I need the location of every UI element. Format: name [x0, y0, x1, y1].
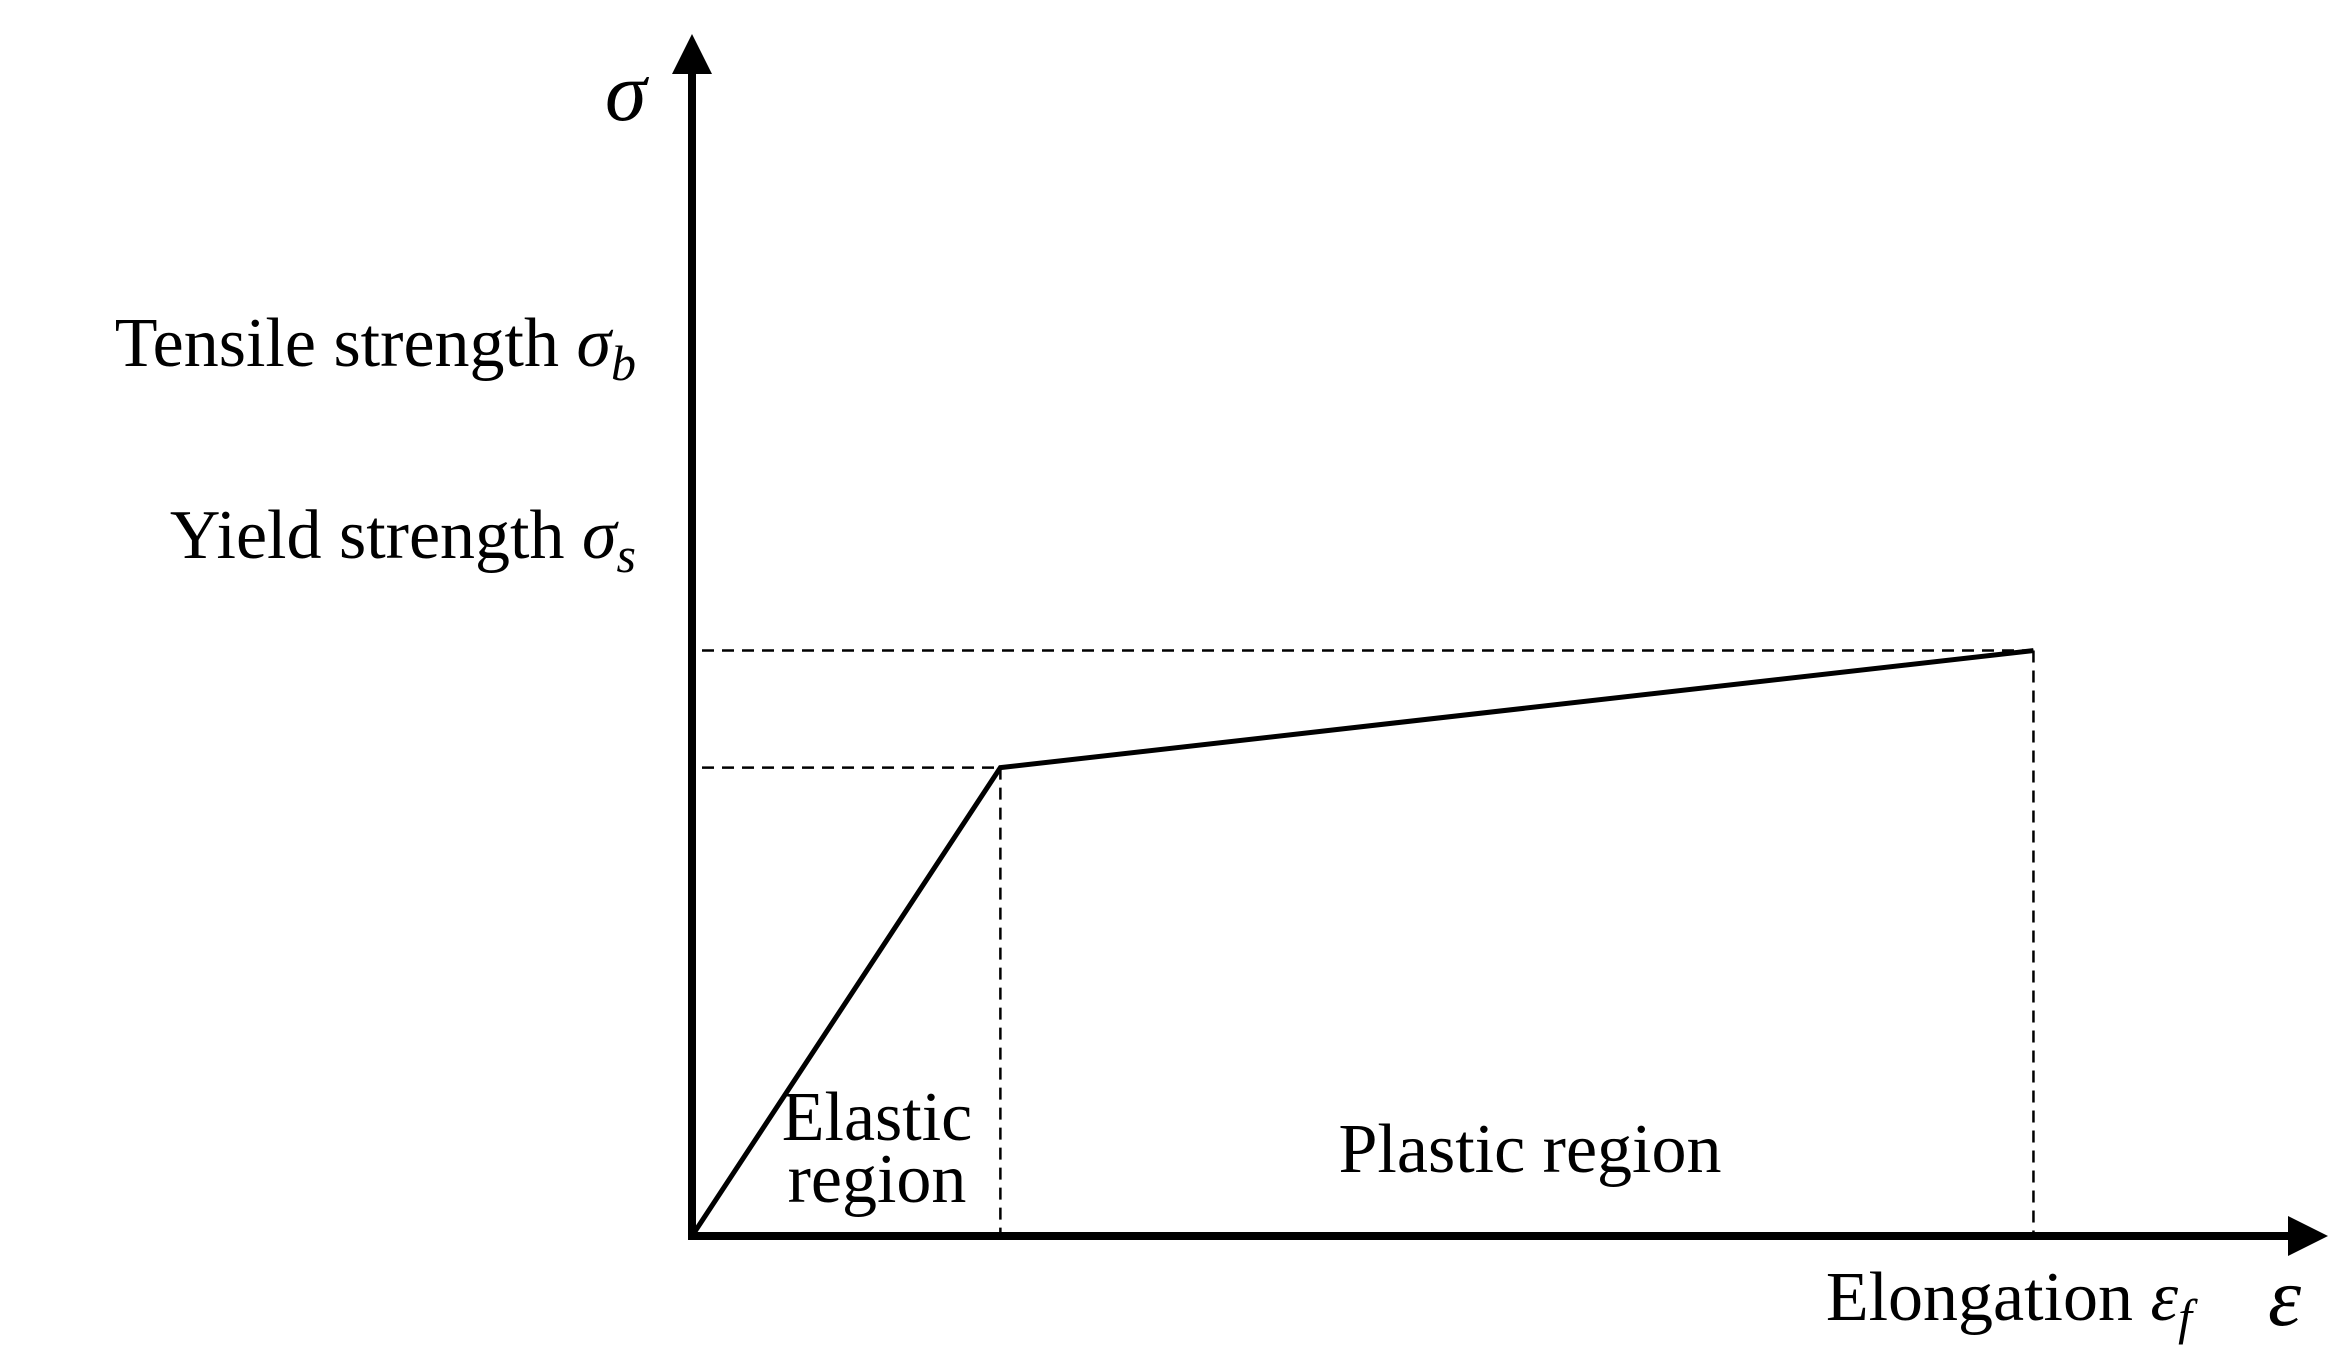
elongation-label: Elongation εf	[1826, 1259, 2198, 1345]
elastic-region-label-line2: region	[788, 1141, 967, 1218]
yield-strength-label: Yield strength σs	[170, 497, 636, 583]
plastic-region-label: Plastic region	[1339, 1111, 1722, 1188]
y-axis-label: σ	[605, 46, 650, 139]
elastic-region-label-line1: Elastic	[782, 1079, 972, 1156]
tensile-strength-label: Tensile strength σb	[115, 305, 636, 391]
stress-strain-curve	[689, 648, 2034, 1238]
x-axis-label: ε	[2268, 1251, 2302, 1344]
